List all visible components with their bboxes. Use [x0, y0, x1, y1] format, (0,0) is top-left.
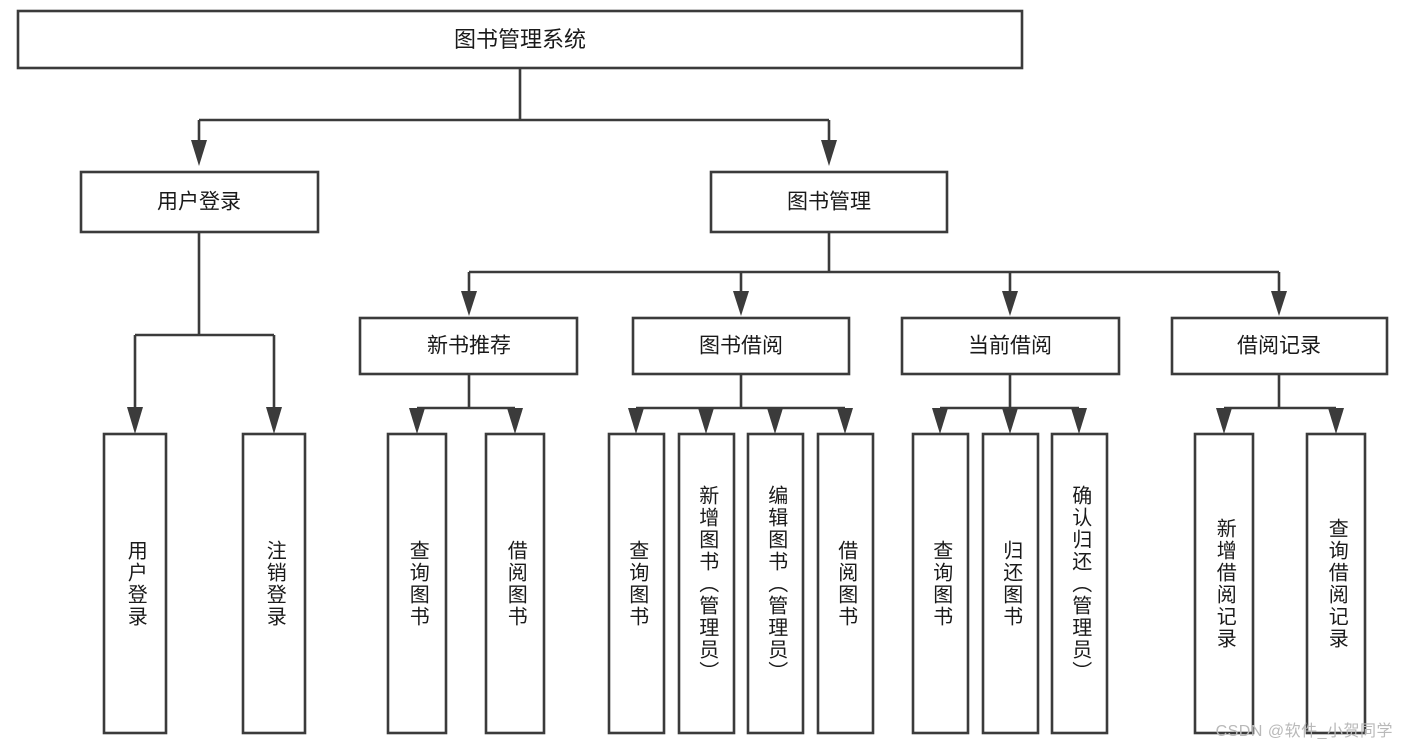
node-box-borrow-record[interactable] — [1170, 316, 1389, 376]
node-current-borrow[interactable]: 当前借阅 — [900, 316, 1121, 376]
arrowhead-current-borrow-leaf-1 — [932, 408, 948, 434]
node-label-borrow-record: 借阅记录 — [1237, 335, 1321, 358]
node-box-root[interactable] — [16, 9, 1024, 70]
node-label-current-borrow: 当前借阅 — [968, 335, 1052, 358]
leaf-box-query-record[interactable] — [1305, 432, 1367, 735]
leaf-label-query-book-3: 查询图书 — [929, 539, 952, 628]
node-label-book-management: 图书管理 — [787, 191, 871, 214]
leaf-add-book[interactable]: 新增图书（管理员） — [677, 432, 736, 735]
leaf-borrow-book-1[interactable]: 借阅图书 — [484, 432, 546, 735]
arrowhead-bm-to-borrow-record — [1271, 291, 1287, 316]
node-label-root: 图书管理系统 — [454, 27, 586, 52]
node-title-root[interactable]: 图书管理系统 — [16, 9, 1024, 70]
leaf-label-add-record: 新增借阅记录 — [1213, 517, 1236, 650]
arrowhead-borrow-record-leaf-1 — [1216, 408, 1232, 434]
leaf-box-logout-login[interactable] — [241, 432, 307, 735]
leaf-user-login[interactable]: 用户登录 — [102, 432, 168, 735]
arrowhead-root-to-user-login — [191, 140, 207, 166]
leaf-query-record[interactable]: 查询借阅记录 — [1305, 432, 1367, 735]
leaf-box-borrow-book-2[interactable] — [816, 432, 875, 735]
arrowhead-bm-to-new-book-recommend — [461, 291, 477, 316]
arrowhead-new-book-leaf-1 — [409, 408, 425, 434]
leaf-query-book-1[interactable]: 查询图书 — [386, 432, 448, 735]
leaf-return-book[interactable]: 归还图书 — [981, 432, 1040, 735]
node-label-book-borrow: 图书借阅 — [699, 335, 783, 358]
leaf-label-return-book: 归还图书 — [999, 539, 1022, 628]
leaf-edit-book[interactable]: 编辑图书（管理员） — [746, 432, 805, 735]
arrowhead-book-borrow-leaf-2 — [698, 408, 714, 434]
leaf-label-confirm-return: 确认归还（管理员） — [1068, 484, 1091, 683]
node-box-current-borrow[interactable] — [900, 316, 1121, 376]
node-book-management[interactable]: 图书管理 — [709, 170, 949, 234]
leaf-box-borrow-book-1[interactable] — [484, 432, 546, 735]
leaf-label-query-book-2: 查询图书 — [625, 539, 648, 628]
arrowhead-bm-to-book-borrow — [733, 291, 749, 316]
leaf-box-query-book-3[interactable] — [911, 432, 970, 735]
leaf-label-logout-login: 注销登录 — [263, 539, 286, 628]
node-user-login[interactable]: 用户登录 — [79, 170, 320, 234]
node-label-user-login: 用户登录 — [157, 191, 241, 214]
arrowhead-new-book-leaf-2 — [507, 408, 523, 434]
leaf-label-add-book: 新增图书（管理员） — [695, 484, 718, 683]
leaf-box-add-record[interactable] — [1193, 432, 1255, 735]
node-box-book-management[interactable] — [709, 170, 949, 234]
node-box-book-borrow[interactable] — [631, 316, 851, 376]
node-borrow-record[interactable]: 借阅记录 — [1170, 316, 1389, 376]
node-box-new-book-recommend[interactable] — [358, 316, 579, 376]
arrowhead-current-borrow-leaf-2 — [1002, 408, 1018, 434]
leaf-label-borrow-book-2: 借阅图书 — [834, 539, 857, 628]
node-label-new-book-recommend: 新书推荐 — [427, 335, 511, 358]
arrowhead-book-borrow-leaf-3 — [767, 408, 783, 434]
leaf-box-query-book-2[interactable] — [607, 432, 666, 735]
arrowhead-bm-to-current-borrow — [1002, 291, 1018, 316]
leaf-box-user-login[interactable] — [102, 432, 168, 735]
leaf-confirm-return[interactable]: 确认归还（管理员） — [1050, 432, 1109, 735]
leaf-box-add-book[interactable] — [677, 432, 736, 735]
leaf-label-query-book-1: 查询图书 — [406, 539, 429, 628]
leaf-box-query-book-1[interactable] — [386, 432, 448, 735]
arrowhead-borrow-record-leaf-2 — [1328, 408, 1344, 434]
node-book-borrow[interactable]: 图书借阅 — [631, 316, 851, 376]
leaf-logout-login[interactable]: 注销登录 — [241, 432, 307, 735]
arrowhead-root-to-book-management — [821, 140, 837, 166]
arrowhead-user-login-leaf-1 — [127, 407, 143, 434]
arrowhead-current-borrow-leaf-3 — [1071, 408, 1087, 434]
arrowhead-user-login-leaf-2 — [266, 407, 282, 434]
leaf-query-book-3[interactable]: 查询图书 — [911, 432, 970, 735]
leaf-label-query-record: 查询借阅记录 — [1325, 517, 1348, 650]
node-new-book-recommend[interactable]: 新书推荐 — [358, 316, 579, 376]
arrowhead-book-borrow-leaf-4 — [837, 408, 853, 434]
leaf-label-borrow-book-1: 借阅图书 — [504, 539, 527, 628]
leaf-query-book-2[interactable]: 查询图书 — [607, 432, 666, 735]
leaf-borrow-book-2[interactable]: 借阅图书 — [816, 432, 875, 735]
leaf-add-record[interactable]: 新增借阅记录 — [1193, 432, 1255, 735]
leaf-box-return-book[interactable] — [981, 432, 1040, 735]
leaf-label-user-login: 用户登录 — [124, 539, 147, 628]
leaf-label-edit-book: 编辑图书（管理员） — [764, 484, 787, 683]
arrowhead-book-borrow-leaf-1 — [628, 408, 644, 434]
leaf-box-edit-book[interactable] — [746, 432, 805, 735]
leaf-box-confirm-return[interactable] — [1050, 432, 1109, 735]
